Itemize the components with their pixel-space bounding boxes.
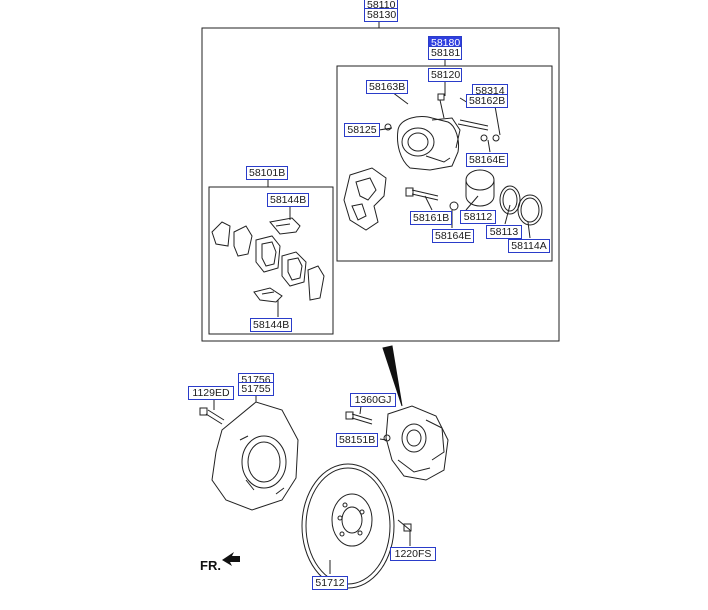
pointer-arrow xyxy=(382,345,403,407)
part-label-58144B-lower[interactable]: 58144B xyxy=(250,318,292,332)
part-label-1360GJ[interactable]: 1360GJ xyxy=(350,393,396,407)
part-label-58101B[interactable]: 58101B xyxy=(246,166,288,180)
front-arrow-icon xyxy=(222,552,240,566)
part-label-58113[interactable]: 58113 xyxy=(486,225,522,239)
part-label-58112[interactable]: 58112 xyxy=(460,210,496,224)
part-label-1220FS[interactable]: 1220FS xyxy=(390,547,436,561)
front-direction-label: FR. xyxy=(200,558,221,573)
part-label-58144B-upper[interactable]: 58144B xyxy=(267,193,309,207)
part-label-58120[interactable]: 58120 xyxy=(428,68,462,82)
part-label-58125[interactable]: 58125 xyxy=(344,123,380,137)
part-label-58181[interactable]: 58181 xyxy=(428,46,462,60)
part-label-58162B[interactable]: 58162B xyxy=(466,94,508,108)
pad-kit-frame xyxy=(208,186,334,335)
part-label-58161B[interactable]: 58161B xyxy=(410,211,452,225)
part-label-58164E-lower[interactable]: 58164E xyxy=(432,229,474,243)
part-label-51755[interactable]: 51755 xyxy=(238,382,274,396)
caliper-assembly-frame xyxy=(201,27,560,342)
part-label-58163B[interactable]: 58163B xyxy=(366,80,408,94)
part-label-58114A[interactable]: 58114A xyxy=(508,239,550,253)
part-label-1129ED[interactable]: 1129ED xyxy=(188,386,234,400)
part-label-58130[interactable]: 58130 xyxy=(364,8,398,22)
part-label-58151B[interactable]: 58151B xyxy=(336,433,378,447)
part-label-51712[interactable]: 51712 xyxy=(312,576,348,590)
part-label-58164E-upper[interactable]: 58164E xyxy=(466,153,508,167)
